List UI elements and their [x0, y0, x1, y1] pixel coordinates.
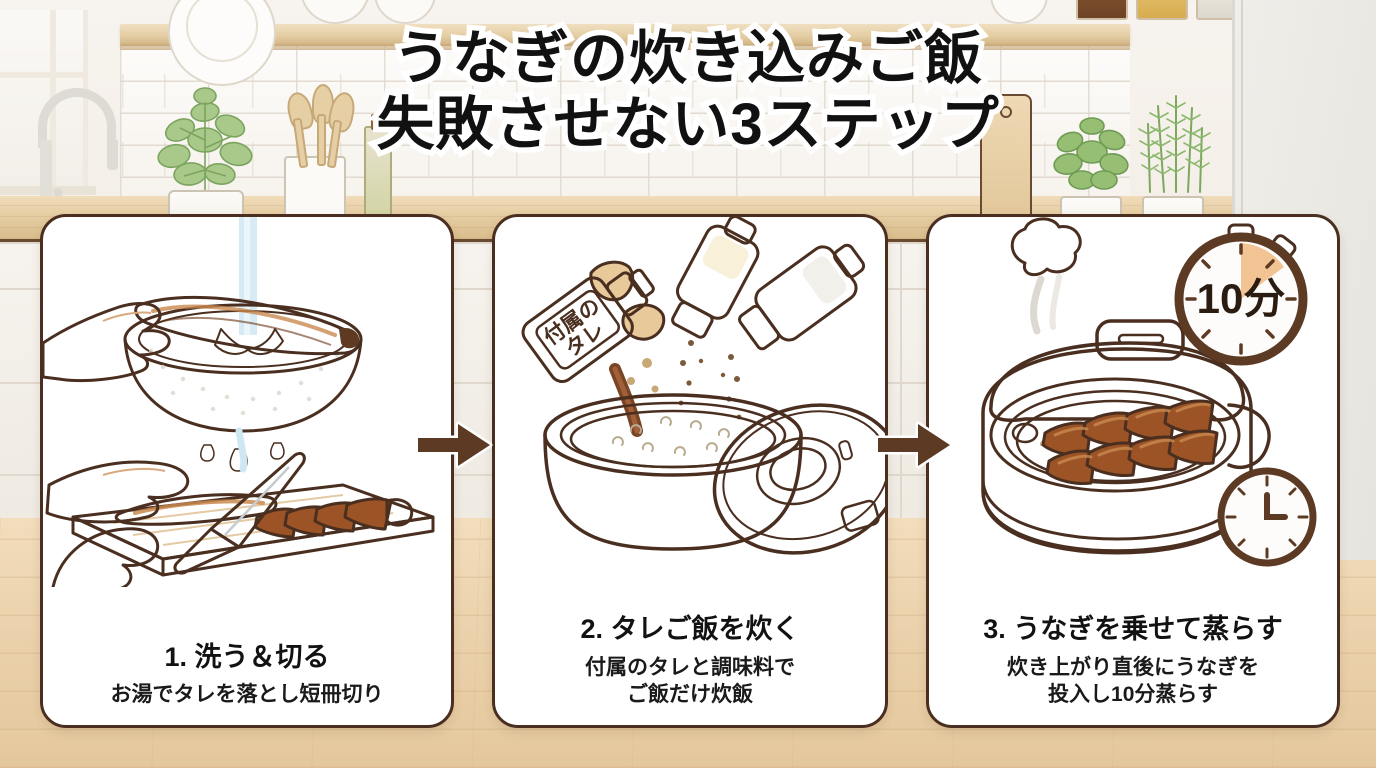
wall-shelf: [120, 24, 1130, 46]
step-1-caption: 1. 洗う＆切る お湯でタレを落とし短冊切り: [43, 641, 451, 725]
step-3-title: 3. うなぎを乗せて蒸らす: [983, 613, 1283, 644]
step-2-caption: 2. タレご飯を炊く 付属のタレと調味料で ご飯だけ炊飯: [495, 613, 885, 725]
step-3-illustration: 10分: [929, 217, 1337, 613]
stopwatch-icon: [1174, 223, 1308, 366]
step-3-subtitle-line-2: 投入し10分蒸らす: [1048, 683, 1218, 707]
title-line-2: 失敗させない3ステップ: [371, 87, 1004, 163]
step-card-1[interactable]: 1. 洗う＆切る お湯でタレを落とし短冊切り: [40, 214, 454, 728]
cutting-board-hole: [1000, 106, 1012, 118]
step-3-caption: 3. うなぎを乗せて蒸らす 炊き上がり直後にうなぎを 投入し10分蒸らす: [929, 613, 1337, 725]
step-3-subtitle: 炊き上がり直後にうなぎを 投入し10分蒸らす: [939, 654, 1327, 709]
subway-tile-backsplash: [120, 40, 1130, 210]
step-3-subtitle-line-1: 炊き上がり直後にうなぎを: [1007, 655, 1259, 679]
spice-jar: [1136, 0, 1188, 20]
step-1-illustration: [43, 217, 451, 641]
arrow-step2-to-step3: [876, 420, 954, 470]
rosemary-plant: [1132, 78, 1218, 200]
clock-icon: [1217, 467, 1317, 567]
step-2-subtitle: 付属のタレと調味料で ご飯だけ炊飯: [505, 654, 875, 709]
wall-shelf-edge: [120, 44, 1130, 50]
step-card-2[interactable]: 付属の タレ: [492, 214, 888, 728]
spice-jar: [1076, 0, 1128, 20]
step-2-subtitle-line-1: 付属のタレと調味料で: [585, 655, 795, 679]
step-1-subtitle: お湯でタレを落とし短冊切り: [110, 683, 384, 707]
step-2-subtitle-line-2: ご飯だけ炊飯: [627, 683, 753, 707]
stopwatch-label: 10分: [1197, 275, 1286, 322]
step-2-title: 2. タレご飯を炊く: [580, 613, 800, 644]
page-title: うなぎの炊き込みご飯 失敗させない3ステップ: [0, 21, 1376, 163]
basil-plant: [150, 78, 260, 200]
plate: [186, 0, 258, 62]
arrow-step1-to-step2: [416, 420, 494, 470]
step-1-title: 1. 洗う＆切る: [164, 641, 330, 672]
title-line-1: うなぎの炊き込みご飯: [387, 21, 987, 97]
wooden-spoon-handle: [317, 114, 326, 166]
step-card-3[interactable]: 10分 3. うなぎを乗せて蒸らす: [926, 214, 1340, 728]
olive-oil-bottle-cap: [371, 114, 385, 130]
step-2-illustration: 付属の タレ: [495, 217, 885, 613]
basil-plant: [1048, 98, 1132, 202]
